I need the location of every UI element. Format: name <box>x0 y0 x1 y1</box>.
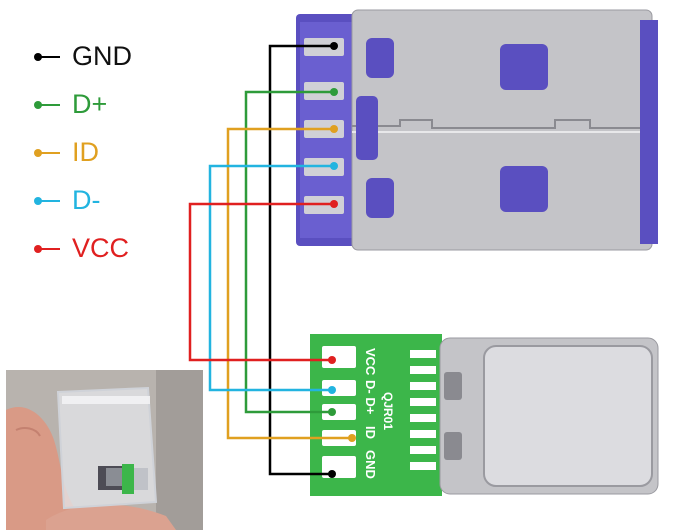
pcb-finger <box>410 366 436 374</box>
pcb-finger <box>410 462 436 470</box>
d-plus-line-icon <box>40 104 60 106</box>
pcb-pad-d-minus <box>322 380 356 396</box>
wire-d-minus <box>208 164 334 392</box>
d-minus-terminal-dot <box>328 386 336 394</box>
usb-c-tab-bottom <box>444 432 462 460</box>
wires <box>188 44 352 476</box>
d-minus-dot-icon <box>34 197 42 205</box>
usb-a-window-top-left <box>366 38 394 78</box>
id-dot-icon <box>34 149 42 157</box>
wire-end-dots <box>328 42 356 478</box>
id-terminal-dot <box>330 125 338 133</box>
vcc-line-icon <box>40 248 60 250</box>
d-plus-dot-icon <box>34 101 42 109</box>
usb-c-board: VCC D- D+ ID GND QJR01 <box>310 334 659 496</box>
d-plus-terminal-dot <box>330 88 338 96</box>
usb-a-shell-seam <box>352 119 640 129</box>
usb-a-side-notch <box>356 96 378 160</box>
legend-label-d-minus: D- <box>72 185 101 215</box>
pcb-finger <box>410 430 436 438</box>
gnd-terminal-dot <box>328 470 336 478</box>
usb-a-window-bottom-right <box>500 166 548 212</box>
usb-a-window-top-right <box>500 44 548 90</box>
gnd-terminal-dot <box>330 42 338 50</box>
gnd-line-icon <box>40 56 60 58</box>
pcb-label-d-minus-d-plus: D- D+ <box>363 380 378 415</box>
d-plus-terminal-dot <box>328 408 336 416</box>
legend-label-vcc: VCC <box>72 233 130 263</box>
usb-c-receptacle <box>483 345 653 487</box>
product-photo-inset <box>6 370 203 530</box>
wire-vcc <box>188 202 334 362</box>
id-terminal-dot <box>348 434 356 442</box>
vcc-dot-icon <box>34 245 42 253</box>
wire-id <box>226 127 352 440</box>
gnd-dot-icon <box>34 53 42 61</box>
legend-label-d-plus: D+ <box>72 89 108 119</box>
legend-label-id: ID <box>72 137 99 167</box>
pcb-finger <box>410 350 436 358</box>
id-line-icon <box>40 152 60 154</box>
pcb-finger <box>410 398 436 406</box>
pcb-label-vcc: VCC <box>363 348 378 376</box>
pcb-finger <box>410 446 436 454</box>
legend-label-gnd: GND <box>72 41 132 71</box>
pcb-brand-label: QJR01 <box>381 392 395 430</box>
pcb-contact-fingers <box>410 350 436 470</box>
vcc-terminal-dot <box>328 356 336 364</box>
pcb-label-id: ID <box>363 426 378 439</box>
vcc-terminal-dot <box>330 200 338 208</box>
usb-c-tab-top <box>444 372 462 400</box>
wire-gnd <box>268 44 334 476</box>
d-minus-terminal-dot <box>330 162 338 170</box>
d-minus-line-icon <box>40 200 60 202</box>
pcb-pad-d-plus <box>322 404 356 420</box>
pcb-label-gnd: GND <box>363 450 378 479</box>
pcb-finger <box>410 414 436 422</box>
wire-d-plus <box>244 90 334 414</box>
hand-holding-bag-image <box>6 370 203 530</box>
usb-a-window-bottom-left <box>366 178 394 218</box>
usb-a-plug <box>296 9 658 251</box>
usb-a-rear-insulator <box>640 20 658 244</box>
pcb-finger <box>410 382 436 390</box>
pcb-pad-vcc <box>322 346 356 368</box>
